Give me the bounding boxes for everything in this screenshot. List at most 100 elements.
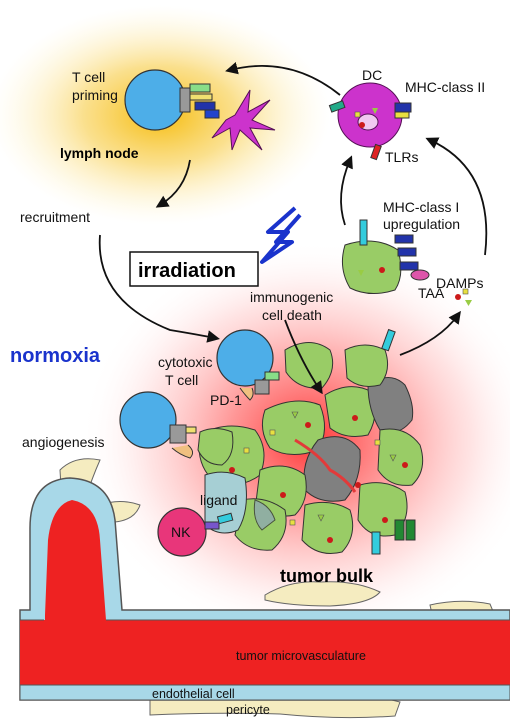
nk-cell-group [157, 507, 234, 557]
damp-square [374, 439, 381, 446]
receptor-yellow [189, 93, 213, 101]
taa-dot [229, 467, 235, 473]
label-pd1: PD-1 [210, 392, 242, 408]
dc-taa [359, 122, 365, 128]
label-mhc-class-i-2: upregulation [383, 216, 460, 232]
taa-dot [355, 482, 361, 488]
tumor-bulk-cells [198, 342, 424, 554]
label-tlrs: TLRs [385, 149, 418, 165]
taa-dot [379, 267, 385, 273]
taa-dot [382, 517, 388, 523]
label-normoxia: normoxia [10, 345, 101, 367]
label-tumor-microvasculature: tumor microvasculature [236, 649, 366, 663]
dc-receptor-teal [328, 100, 346, 113]
receptor-darkgreen [394, 519, 405, 541]
label-cytotoxic-2: T cell [165, 372, 198, 388]
label-recruitment: recruitment [20, 209, 90, 225]
label-t-cell-priming-1: T cell [72, 69, 105, 85]
label-mhc-class-ii: MHC-class II [405, 79, 485, 95]
nk-cell [157, 507, 207, 557]
taa-dot [352, 415, 358, 421]
irradiated-tumor-cell [341, 219, 430, 294]
mhc-receptor-cyan [381, 328, 396, 352]
dead-cell [367, 377, 414, 433]
label-ligand: ligand [200, 492, 237, 508]
irradiation-box [129, 251, 259, 287]
tcr-receptor [179, 87, 191, 113]
dc-receptor-yellow [394, 111, 410, 119]
receptor-green [264, 371, 280, 381]
irradiation-bolt-icon [260, 206, 302, 264]
blood-vessel [20, 500, 510, 685]
label-damps: DAMPs [436, 275, 483, 291]
arrow-cell-to-dc [340, 155, 353, 226]
label-cytotoxic-1: cytotoxic [158, 354, 212, 370]
tcr-receptor [169, 424, 187, 444]
label-immunogenic-2: cell death [262, 307, 322, 323]
dc-receptor-blue [394, 102, 412, 113]
label-endothelial-cell: endothelial cell [152, 687, 235, 701]
tumor-cell [341, 240, 402, 294]
damps-particles [455, 288, 472, 306]
damp-square [243, 447, 250, 454]
tumor-cell [197, 428, 234, 466]
t-cell [124, 69, 186, 131]
tumor-cell [301, 501, 354, 554]
receptor-green [189, 83, 211, 93]
pd1-receptor [171, 444, 194, 459]
dc-damp [354, 111, 361, 118]
damp-triangle [465, 300, 472, 306]
ligand-cyan [216, 512, 234, 525]
mhc-pink [410, 269, 430, 281]
mhc-i-receptor [397, 247, 417, 257]
tumor-cell [284, 342, 334, 389]
nk-receptor-purple [204, 521, 220, 530]
damp-triangle [389, 454, 397, 462]
tumor-cell [344, 344, 389, 387]
label-taa: TAA [418, 285, 445, 301]
tcr-receptor [254, 379, 270, 395]
label-mhc-class-i-1: MHC-class I [383, 199, 459, 215]
mhc-i-receptor [394, 234, 414, 244]
taa-dot [327, 537, 333, 543]
receptor-darkblue [194, 101, 216, 111]
endothelial-cell-lower [19, 684, 510, 701]
dead-cell-fragment [253, 499, 276, 531]
t-cell [119, 391, 177, 449]
arrow-dc-to-lymph [225, 62, 341, 96]
arrow-recruitment-to-tumor [98, 234, 220, 343]
tumor-cell-pale [204, 471, 247, 534]
angiogenesis-t-cell-group [119, 391, 197, 459]
damp-triangle [291, 411, 299, 419]
receptor-darkgreen [405, 519, 416, 541]
label-irradiation: irradiation [138, 260, 236, 282]
dc-triangle [372, 108, 378, 114]
taa-dot [305, 422, 311, 428]
label-lymph-node: lymph node [60, 145, 139, 161]
pericyte-shape [264, 581, 381, 607]
taa-dot [455, 294, 461, 300]
label-t-cell-priming-2: priming [72, 87, 118, 103]
pd1-receptor [239, 387, 254, 401]
taa-dot [280, 492, 286, 498]
cytotoxic-t-cell [216, 329, 274, 387]
damp-square [289, 519, 296, 526]
label-angiogenesis: angiogenesis [22, 434, 105, 450]
lymph-node-interaction [124, 69, 276, 151]
mhc-receptor-cyan [371, 531, 381, 555]
damp-triangle [358, 270, 364, 276]
tumor-cell [377, 428, 424, 486]
arrow-lymph-to-recruitment [155, 159, 191, 208]
receptor-yellow [185, 426, 197, 434]
label-dc: DC [362, 67, 382, 83]
arrows [98, 62, 488, 395]
dendritic-cell-group [328, 82, 412, 161]
arrow-damps-to-dc [425, 137, 488, 256]
tumor-crack [294, 438, 357, 493]
arrow-death-to-bulk [284, 319, 323, 395]
label-pericyte: pericyte [226, 703, 270, 717]
tumor-cell [324, 386, 376, 437]
label-nk: NK [171, 524, 191, 540]
arrow-bulk-to-damps [399, 310, 461, 356]
